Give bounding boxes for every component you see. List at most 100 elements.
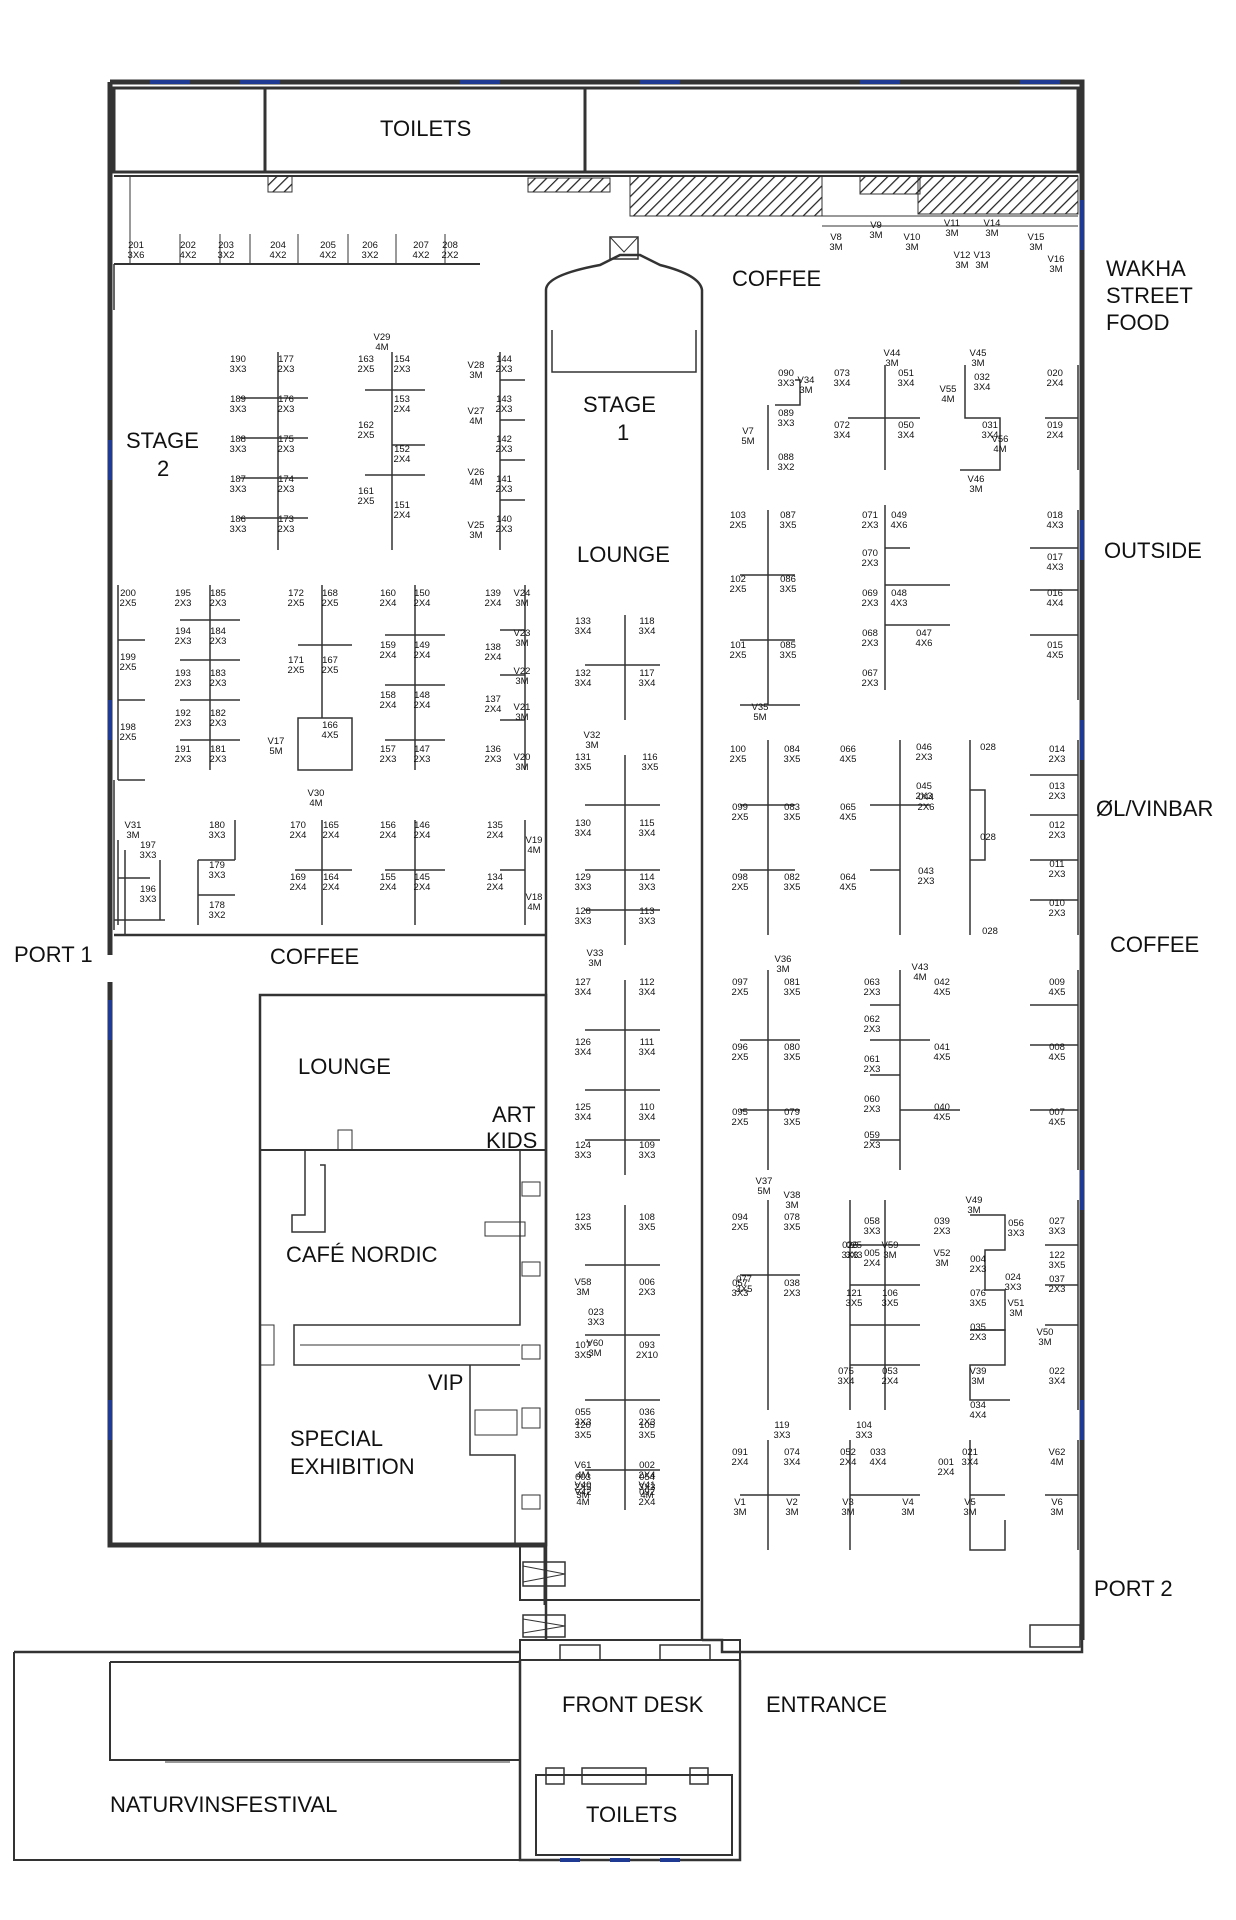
booth-number: 110	[639, 1102, 654, 1113]
booth-size: 2X3	[864, 1064, 881, 1075]
booth-number: 203	[218, 240, 234, 251]
booth-number: V22	[514, 666, 531, 677]
booth-number: V5	[964, 1497, 976, 1508]
booth-number: 174	[278, 474, 294, 485]
booth-028: 028	[980, 742, 996, 753]
booth-size: 4X5	[1049, 1052, 1066, 1063]
booth-number: 007	[1049, 1107, 1065, 1118]
booth-size: 4X3	[891, 598, 908, 609]
booth-number: 069	[862, 588, 878, 599]
booth-number: 092	[639, 1487, 655, 1498]
booth-size: 3X4	[834, 430, 851, 441]
booth-size: 3X3	[856, 1430, 873, 1441]
booth-size: 3X5	[784, 987, 801, 998]
booth-number: 013	[1049, 781, 1065, 792]
booth-size: 4M	[309, 798, 322, 809]
booth-number: 191	[175, 744, 191, 755]
booth-number: 025	[846, 1240, 862, 1251]
booth-size: 4M	[913, 972, 926, 983]
booth-number: 113	[639, 906, 654, 917]
booth-size: 2X5	[322, 665, 339, 676]
booth-number: 019	[1047, 420, 1063, 431]
booth-number: 040	[934, 1102, 950, 1113]
booth-number: V44	[884, 348, 901, 359]
booth-number: V11	[944, 218, 960, 229]
booth-size: 3X3	[230, 484, 247, 495]
booth-size: 2X3	[496, 444, 513, 455]
booth-size: 3X5	[642, 762, 659, 773]
booth-number: V60	[587, 1338, 604, 1349]
booth-size: 2X5	[322, 598, 339, 609]
booth-number: 192	[175, 708, 191, 719]
booth-size: 3X3	[140, 894, 157, 905]
booth-number: 098	[732, 872, 748, 883]
booth-028: 028	[980, 832, 996, 843]
booth-size: 2X3	[916, 791, 933, 802]
booth-size: 2X3	[394, 364, 411, 375]
booth-number: V56	[992, 434, 1009, 445]
coffee-top-label: COFFEE	[732, 266, 821, 291]
special-exhibition-label-line2: EXHIBITION	[290, 1454, 415, 1479]
booth-size: 3X5	[882, 1298, 899, 1309]
booth-number: 147	[414, 744, 430, 755]
booth-number: 182	[210, 708, 226, 719]
booth-number: 109	[639, 1140, 655, 1151]
booth-number: 032	[974, 372, 990, 383]
booth-size: 2X5	[730, 754, 747, 765]
booth-size: 4X2	[270, 250, 287, 261]
booth-size: 3X3	[732, 1288, 749, 1299]
booth-size: 2X3	[862, 558, 879, 569]
booth-size: 3M	[883, 1250, 896, 1261]
booth-number: 131	[575, 752, 591, 763]
booth-size: 2X3	[175, 718, 192, 729]
booth-number: 090	[778, 368, 794, 379]
booth-size: 2X3	[970, 1332, 987, 1343]
stage1-label-line1: STAGE	[583, 392, 656, 417]
wakha-label-line2: STREET	[1106, 283, 1193, 308]
booth-number: 016	[1047, 588, 1063, 599]
booth-number: V21	[514, 702, 531, 713]
booth-size: 3X4	[974, 382, 991, 393]
booth-size: 3X4	[639, 987, 656, 998]
booth-size: 4X2	[413, 250, 430, 261]
booth-size: 2X5	[358, 364, 375, 375]
booth-number: V52	[934, 1248, 951, 1259]
booth-size: 2X4	[323, 882, 340, 893]
booth-number: 005	[864, 1248, 880, 1259]
booth-size: 2X5	[730, 584, 747, 595]
booth-size: 2X4	[290, 830, 307, 841]
booth-size: 3X2	[218, 250, 235, 261]
booth-number: V3	[842, 1497, 854, 1508]
booth-number: 071	[862, 510, 878, 521]
special-exhibition-label-line1: SPECIAL	[290, 1426, 383, 1451]
booth-size: 2X3	[496, 404, 513, 415]
booth-number: V55	[940, 384, 957, 395]
booth-number: 196	[140, 884, 156, 895]
booth-number: 087	[780, 510, 796, 521]
booth-number: 206	[362, 240, 378, 251]
booth-size: 3X4	[575, 626, 592, 637]
booth-size: 2X3	[1049, 1284, 1066, 1295]
